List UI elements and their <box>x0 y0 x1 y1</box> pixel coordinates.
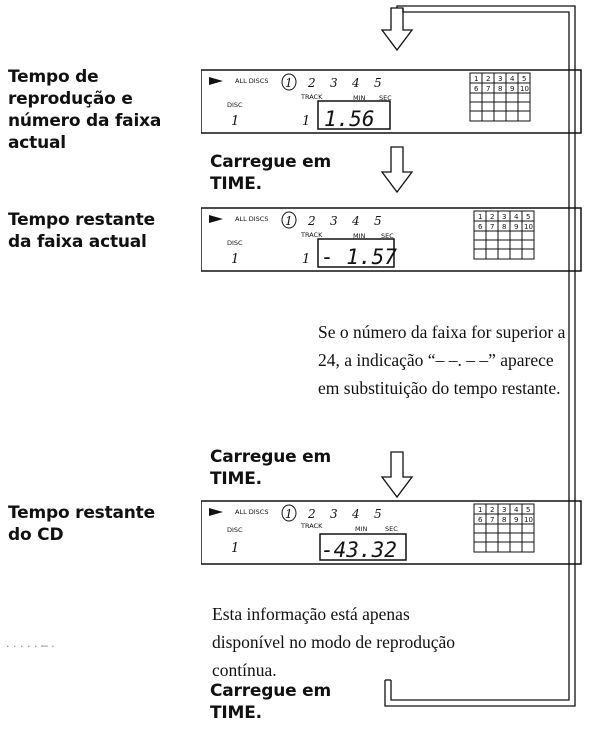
svg-text:4: 4 <box>514 213 519 221</box>
svg-text:2: 2 <box>307 507 316 521</box>
svg-text:10: 10 <box>524 516 533 524</box>
note-continuous-only: Esta informação está apenas disponível n… <box>212 604 456 680</box>
svg-text:10: 10 <box>524 223 533 231</box>
track-label: TRACK <box>300 522 323 530</box>
section-label-remaining-disc: Tempo restante do CD <box>8 503 155 545</box>
svg-text:4: 4 <box>351 507 360 521</box>
svg-text:MIN: MIN <box>353 232 366 240</box>
section-label-playing-time: Tempo de reprodução e número da faixa ac… <box>8 67 162 153</box>
svg-text:MIN: MIN <box>353 94 366 102</box>
svg-text:5: 5 <box>526 506 530 514</box>
display-panel-1: ALL DISCS 1 2 3 4 5 DISC TRACK 1 1 MIN S… <box>201 69 583 135</box>
track-label: TRACK <box>300 231 323 239</box>
svg-text:10: 10 <box>520 85 529 93</box>
svg-text:3: 3 <box>330 76 338 90</box>
svg-text:3: 3 <box>330 507 338 521</box>
svg-text:4: 4 <box>514 506 519 514</box>
svg-text:7: 7 <box>490 516 494 524</box>
svg-text:3: 3 <box>330 214 338 228</box>
svg-text:3: 3 <box>498 75 502 83</box>
disc-label: DISC <box>227 239 243 247</box>
svg-text:2: 2 <box>490 506 494 514</box>
disc-number: 1 <box>231 252 239 267</box>
svg-text:7: 7 <box>486 85 490 93</box>
svg-text:5: 5 <box>374 507 382 521</box>
svg-text:2: 2 <box>307 214 316 228</box>
svg-text:9: 9 <box>510 85 514 93</box>
svg-text:9: 9 <box>514 223 518 231</box>
svg-text:9: 9 <box>514 516 518 524</box>
flow-arrow-down-1 <box>380 7 414 52</box>
svg-text:1: 1 <box>285 507 293 521</box>
disc-slots: 1 2 3 4 5 <box>281 504 382 522</box>
svg-text:4: 4 <box>510 75 515 83</box>
time-box <box>317 238 395 268</box>
svg-text:2: 2 <box>486 75 490 83</box>
track-grid <box>473 503 535 553</box>
svg-text:4: 4 <box>351 76 360 90</box>
svg-text:8: 8 <box>498 85 502 93</box>
track-number: 1 <box>302 114 310 129</box>
track-grid <box>469 72 531 122</box>
svg-text:1: 1 <box>478 213 482 221</box>
all-discs-label: ALL DISCS <box>235 215 268 223</box>
display-panel-3: ALL DISCS 1 2 3 4 5 DISC TRACK 1 MIN SEC… <box>201 500 583 566</box>
disc-number: 1 <box>231 541 239 556</box>
disc-number: 1 <box>231 114 239 129</box>
time-box <box>317 100 391 130</box>
svg-text:6: 6 <box>478 223 483 231</box>
svg-text:1: 1 <box>474 75 478 83</box>
press-time-instruction-1: Carregue em TIME. <box>210 152 332 194</box>
svg-text:6: 6 <box>478 516 483 524</box>
svg-text:SEC: SEC <box>385 525 398 533</box>
svg-text:8: 8 <box>502 516 506 524</box>
time-readout: - 1.57 <box>321 245 397 269</box>
loop-back-line <box>384 5 576 707</box>
section-label-remaining-track: Tempo restante da faixa actual <box>8 210 155 252</box>
flow-arrow-down-3 <box>380 451 414 499</box>
svg-text:8: 8 <box>502 223 506 231</box>
svg-text:5: 5 <box>374 76 382 90</box>
all-discs-label: ALL DISCS <box>235 508 268 516</box>
svg-text:4: 4 <box>351 214 360 228</box>
time-readout: 1.56 <box>324 107 375 131</box>
play-icon <box>209 77 223 85</box>
note-track-over-24: Se o número da faixa for superior a 24, … <box>318 322 566 398</box>
svg-text:1: 1 <box>285 214 293 228</box>
disc-slots: 1 2 3 4 5 <box>281 211 382 229</box>
disc-slots: 1 2 3 4 5 <box>281 73 382 91</box>
svg-text:6: 6 <box>474 85 479 93</box>
svg-text:1: 1 <box>478 506 482 514</box>
scan-speck: · · · · · ─ · <box>6 640 55 653</box>
time-box <box>319 533 407 561</box>
play-icon <box>209 508 223 516</box>
svg-text:2: 2 <box>307 76 316 90</box>
svg-text:3: 3 <box>502 213 506 221</box>
svg-text:SEC: SEC <box>379 94 392 102</box>
time-readout: -43.32 <box>321 538 397 562</box>
svg-text:SEC: SEC <box>381 232 394 240</box>
display-panel-2: ALL DISCS 1 2 3 4 5 DISC TRACK 1 1 MIN S… <box>201 207 583 273</box>
press-time-instruction-3: Carregue em TIME. <box>210 681 332 723</box>
svg-text:7: 7 <box>490 223 494 231</box>
disc-label: DISC <box>227 101 243 109</box>
all-discs-label: ALL DISCS <box>235 77 268 85</box>
disc-label: DISC <box>227 526 243 534</box>
svg-text:5: 5 <box>522 75 526 83</box>
svg-text:5: 5 <box>526 213 530 221</box>
flow-arrow-down-2 <box>380 146 414 194</box>
track-label: TRACK <box>300 93 323 101</box>
press-time-instruction-2: Carregue em TIME. <box>210 447 332 489</box>
svg-text:5: 5 <box>374 214 382 228</box>
play-icon <box>209 215 223 223</box>
track-grid <box>473 210 535 260</box>
track-number: 1 <box>302 252 310 267</box>
svg-text:3: 3 <box>502 506 506 514</box>
svg-text:MIN: MIN <box>355 525 368 533</box>
svg-text:1: 1 <box>285 76 293 90</box>
svg-text:2: 2 <box>490 213 494 221</box>
